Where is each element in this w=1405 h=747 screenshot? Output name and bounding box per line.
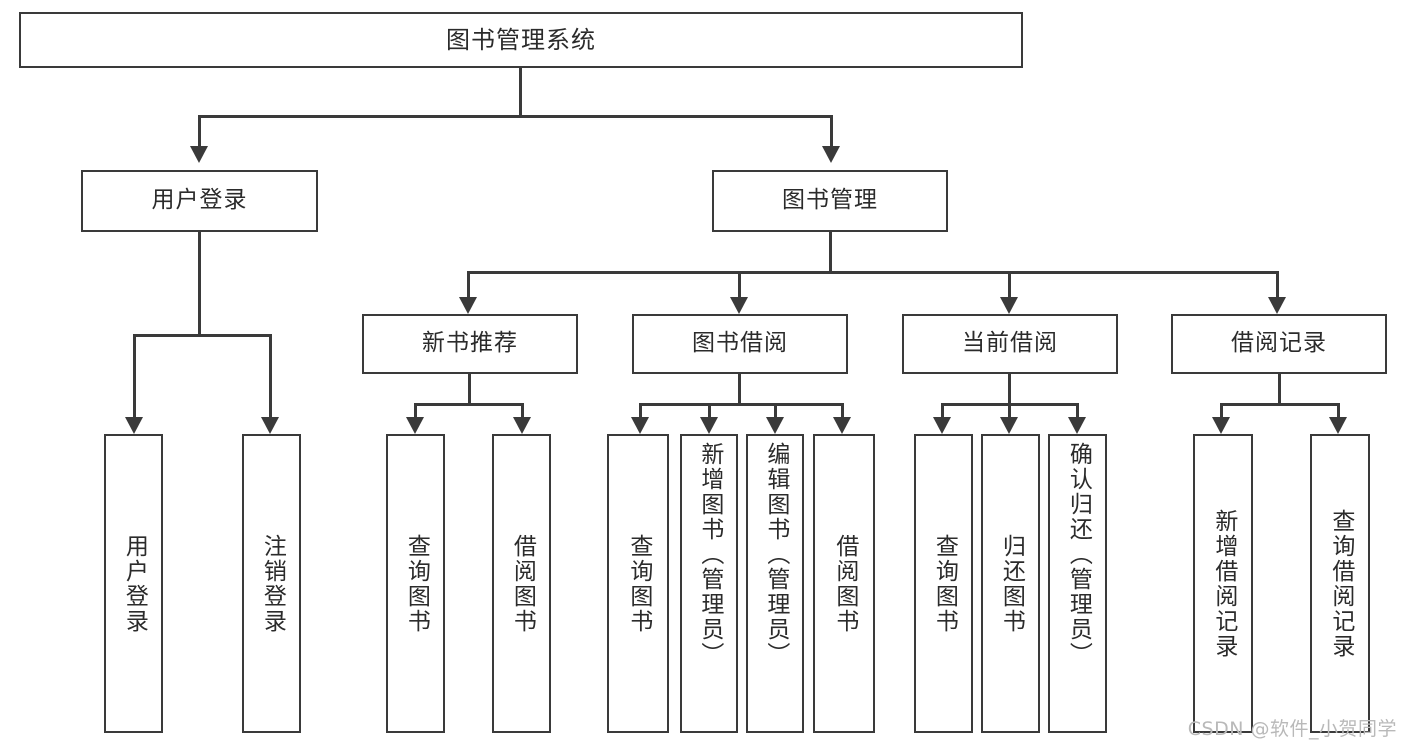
arrow-to-current-borrow bbox=[1000, 297, 1018, 314]
node-leaf-edit-book[interactable]: 编辑图书（管理员） bbox=[746, 434, 804, 733]
connector-drop-leaf-confirm-return bbox=[1076, 403, 1079, 417]
connector-book-borrow-stem bbox=[738, 374, 741, 403]
connector-drop-leaf-edit-book bbox=[774, 403, 777, 417]
node-label: 借阅图书 bbox=[831, 533, 858, 634]
connector-level2-bus bbox=[198, 115, 832, 118]
connector-drop-book-borrow bbox=[738, 271, 741, 297]
connector-borrow-record-bus bbox=[1220, 403, 1340, 406]
arrow-to-leaf-borrow-book-1 bbox=[513, 417, 531, 434]
connector-drop-leaf-query-book-3 bbox=[941, 403, 944, 417]
node-label: 归还图书 bbox=[998, 533, 1025, 634]
node-label: 编辑图书（管理员） bbox=[762, 442, 789, 667]
node-new-book-recommend[interactable]: 新书推荐 bbox=[362, 314, 578, 374]
arrow-to-leaf-add-record bbox=[1212, 417, 1230, 434]
node-book-borrow[interactable]: 图书借阅 bbox=[632, 314, 848, 374]
connector-level3-bus bbox=[467, 271, 1279, 274]
node-leaf-query-book-1[interactable]: 查询图书 bbox=[386, 434, 445, 733]
node-leaf-logout-login[interactable]: 注销登录 bbox=[242, 434, 301, 733]
connector-root-stem bbox=[519, 68, 522, 115]
node-label: 新书推荐 bbox=[422, 330, 518, 357]
arrow-to-leaf-add-book bbox=[700, 417, 718, 434]
node-leaf-query-book-3[interactable]: 查询图书 bbox=[914, 434, 973, 733]
connector-user-login-bus bbox=[133, 334, 271, 337]
connector-book-manage-stem bbox=[829, 232, 832, 271]
node-label: 查询借阅记录 bbox=[1327, 508, 1354, 659]
node-leaf-add-record[interactable]: 新增借阅记录 bbox=[1193, 434, 1253, 733]
connector-drop-new-book-recommend bbox=[467, 271, 470, 297]
node-leaf-user-login[interactable]: 用户登录 bbox=[104, 434, 163, 733]
arrow-to-book-manage bbox=[822, 146, 840, 163]
arrow-to-leaf-logout-login bbox=[261, 417, 279, 434]
connector-new-book-recommend-bus bbox=[414, 403, 524, 406]
arrow-to-borrow-record bbox=[1268, 297, 1286, 314]
connector-drop-leaf-borrow-book-1 bbox=[521, 403, 524, 417]
node-leaf-return-book[interactable]: 归还图书 bbox=[981, 434, 1040, 733]
connector-drop-leaf-query-record bbox=[1337, 403, 1340, 417]
arrow-to-leaf-query-book-2 bbox=[631, 417, 649, 434]
connector-drop-current-borrow bbox=[1008, 271, 1011, 297]
node-label: 当前借阅 bbox=[962, 330, 1058, 357]
node-book-manage[interactable]: 图书管理 bbox=[712, 170, 948, 232]
arrow-to-leaf-query-record bbox=[1329, 417, 1347, 434]
node-label: 新增图书（管理员） bbox=[696, 442, 723, 667]
arrow-to-leaf-return-book bbox=[1000, 417, 1018, 434]
arrow-to-leaf-query-book-3 bbox=[933, 417, 951, 434]
node-label: 图书管理系统 bbox=[446, 25, 596, 54]
node-label: 用户登录 bbox=[121, 533, 148, 634]
connector-drop-leaf-add-record bbox=[1220, 403, 1223, 417]
arrow-to-new-book-recommend bbox=[459, 297, 477, 314]
node-label: 用户登录 bbox=[151, 187, 248, 214]
arrow-to-leaf-confirm-return bbox=[1068, 417, 1086, 434]
connector-drop-borrow-record bbox=[1276, 271, 1279, 297]
node-label: 借阅图书 bbox=[509, 533, 536, 634]
connector-drop-leaf-logout bbox=[269, 334, 272, 417]
arrow-to-leaf-query-book-1 bbox=[406, 417, 424, 434]
connector-drop-leaf-borrow-book-2 bbox=[841, 403, 844, 417]
node-leaf-borrow-book-1[interactable]: 借阅图书 bbox=[492, 434, 551, 733]
node-leaf-borrow-book-2[interactable]: 借阅图书 bbox=[813, 434, 875, 733]
arrow-to-leaf-user-login bbox=[125, 417, 143, 434]
node-root-system[interactable]: 图书管理系统 bbox=[19, 12, 1023, 68]
connector-level2-drop-user bbox=[198, 115, 201, 146]
node-label: 查询图书 bbox=[931, 533, 958, 634]
node-label: 图书借阅 bbox=[692, 330, 788, 357]
node-leaf-query-record[interactable]: 查询借阅记录 bbox=[1310, 434, 1370, 733]
connector-level2-drop-book bbox=[830, 115, 833, 146]
arrow-to-leaf-borrow-book-2 bbox=[833, 417, 851, 434]
node-label: 借阅记录 bbox=[1231, 330, 1327, 357]
node-label: 新增借阅记录 bbox=[1210, 508, 1237, 659]
arrow-to-book-borrow bbox=[730, 297, 748, 314]
connector-current-borrow-stem bbox=[1008, 374, 1011, 403]
node-current-borrow[interactable]: 当前借阅 bbox=[902, 314, 1118, 374]
connector-drop-leaf-query-book-1 bbox=[414, 403, 417, 417]
connector-drop-leaf-return-book bbox=[1008, 403, 1011, 417]
connector-drop-leaf-user-login bbox=[133, 334, 136, 417]
connector-drop-leaf-add-book bbox=[708, 403, 711, 417]
node-label: 查询图书 bbox=[625, 533, 652, 634]
node-leaf-confirm-return[interactable]: 确认归还（管理员） bbox=[1048, 434, 1107, 733]
node-label: 查询图书 bbox=[403, 533, 430, 634]
node-label: 注销登录 bbox=[259, 533, 286, 634]
connector-book-borrow-bus bbox=[639, 403, 844, 406]
connector-new-book-recommend-stem bbox=[468, 374, 471, 403]
node-leaf-query-book-2[interactable]: 查询图书 bbox=[607, 434, 669, 733]
node-label: 图书管理 bbox=[782, 187, 878, 214]
arrow-to-leaf-edit-book bbox=[766, 417, 784, 434]
node-borrow-record[interactable]: 借阅记录 bbox=[1171, 314, 1387, 374]
connector-drop-leaf-query-book-2 bbox=[639, 403, 642, 417]
connector-borrow-record-stem bbox=[1278, 374, 1281, 403]
node-label: 确认归还（管理员） bbox=[1065, 442, 1092, 667]
arrow-to-user-login bbox=[190, 146, 208, 163]
node-leaf-add-book[interactable]: 新增图书（管理员） bbox=[680, 434, 738, 733]
node-user-login[interactable]: 用户登录 bbox=[81, 170, 318, 232]
connector-user-login-stem bbox=[198, 232, 201, 334]
